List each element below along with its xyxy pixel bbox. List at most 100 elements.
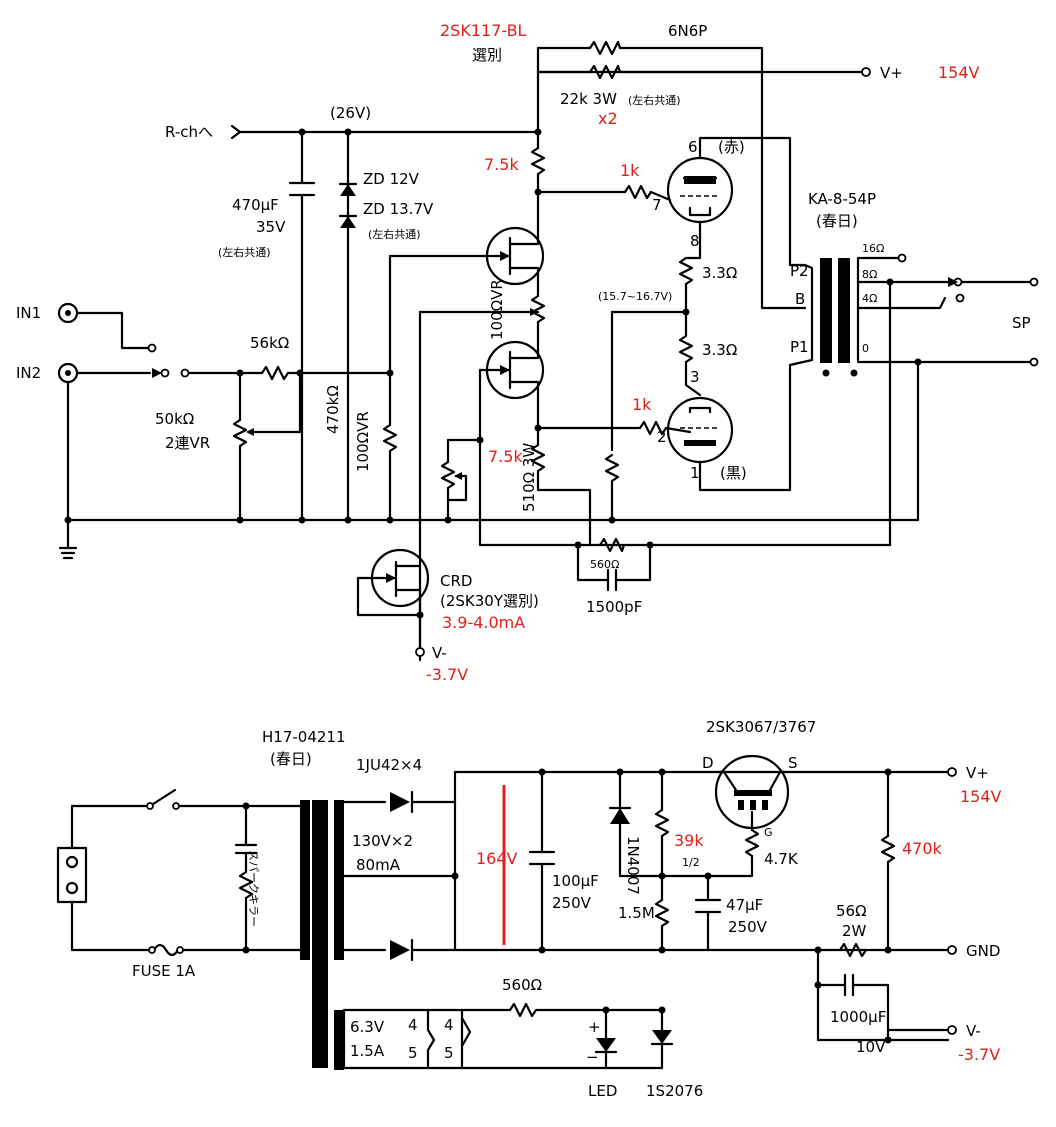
tap-4: 4Ω (862, 292, 877, 305)
pin8: 8 (690, 232, 700, 250)
ptrans-note: (春日) (270, 750, 312, 768)
psu-vplus-label: V+ (966, 764, 989, 782)
drain-resistor-bottom (530, 443, 546, 473)
cap-100-label: 100μF (552, 872, 599, 890)
volume-vr-50k (232, 371, 302, 448)
vr-100-balance (440, 460, 468, 502)
drain-resistor-top (530, 146, 546, 176)
resistor-56-watt: 2W (842, 922, 867, 940)
drain-resistor-top-label: 7.5k (484, 155, 519, 174)
jfet-upper (468, 226, 545, 292)
cathode-voltage: (15.7~16.7V) (598, 290, 672, 303)
crd-current: 3.9-4.0mA (442, 613, 525, 632)
feedback-resistor-560 (598, 537, 626, 553)
vplus-label: V+ (880, 64, 903, 82)
feedback-cap-label: 1500pF (586, 598, 642, 616)
dc-voltage: 164V (476, 849, 518, 868)
vr-100-label: 100ΩVR (488, 279, 506, 340)
vminus-value: -3.7V (426, 665, 468, 684)
resistor-470k (382, 423, 398, 453)
resistor-510-label: 510Ω 3W (520, 443, 538, 512)
cap-1000-voltage: 10V (856, 1038, 886, 1056)
resistor-39k-label: 39k (674, 831, 704, 850)
feedback-resistor-label: 560Ω (590, 558, 619, 571)
output-transformer (788, 256, 860, 377)
pin7: 7 (652, 196, 662, 214)
tap-0: 0 (862, 342, 869, 355)
mosfet-regulator (714, 754, 790, 830)
heater-voltage: 6.3V (350, 1018, 385, 1036)
output-transformer-note: (春日) (816, 212, 858, 230)
heater-pin-4b: 4 (444, 1016, 454, 1034)
vr-50k-label: 50kΩ (155, 410, 194, 428)
heater-pin-5a: 5 (408, 1044, 418, 1062)
rch-label: R-chへ (165, 123, 213, 141)
resistor-1-5m-label: 1.5M (618, 904, 655, 922)
crd-label: CRD (440, 572, 472, 590)
heater-current: 1.5A (350, 1042, 385, 1060)
drain-resistor-bottom-label: 7.5k (488, 447, 523, 466)
cap-470-note: (左右共通) (218, 245, 271, 259)
mosfet-pin-d: D (702, 754, 714, 772)
crd-jfet (356, 548, 430, 617)
zener-diodes (338, 182, 358, 228)
heater-resistor-label: 560Ω (502, 976, 542, 994)
speaker-label: SP (1012, 314, 1031, 332)
resistor-470k-label: 470kΩ (324, 385, 342, 434)
power-supply-circuit (56, 754, 957, 1070)
resistor-56-label: 56Ω (836, 902, 867, 920)
gnd-label: GND (966, 942, 1000, 960)
led-minus: − (586, 1048, 599, 1066)
black-wire-note: (黒) (720, 464, 747, 482)
cap-470-voltage: 35V (256, 218, 286, 236)
load-note: (左右共通) (628, 93, 681, 107)
rail-voltage: (26V) (330, 104, 371, 122)
fet-part-label: 2SK117-BL (440, 21, 527, 40)
output-transformer-label: KA-8-54P (808, 190, 876, 208)
power-supply-labels: H17-04211 (春日) 1JU42×4 130V×2 80mA 164V … (132, 718, 1002, 1100)
cap-470uf (288, 181, 316, 197)
pin2: 2 (657, 428, 667, 446)
amplifier-circuit (57, 40, 1039, 662)
cap-47-label: 47μF (726, 896, 763, 914)
input1-label: IN1 (16, 304, 41, 322)
spark-killer-label: スパークキラー (247, 850, 260, 927)
tube-label: 6N6P (668, 22, 707, 40)
cathode-resistor-1 (678, 256, 694, 286)
zd2-label: ZD 13.7V (363, 200, 434, 218)
zd1-label: ZD 12V (363, 170, 420, 188)
resistor-56k (260, 365, 290, 381)
grid-resistor-bottom (638, 420, 668, 436)
led-plus: + (588, 1018, 601, 1036)
cathode-resistor-2 (678, 334, 694, 364)
cap-470-label: 470μF (232, 196, 279, 214)
pin6: 6 (688, 138, 698, 156)
mosfet-label: 2SK3067/3767 (706, 718, 816, 736)
tap-16: 16Ω (862, 242, 884, 255)
resistor-470k-label: 470k (902, 839, 943, 858)
grid-resistor-top-label: 1k (620, 161, 640, 180)
vr-100b-label: 100ΩVR (354, 411, 372, 472)
cap-1000-label: 1000μF (830, 1008, 886, 1026)
crd-part: (2SK30Y選別) (440, 592, 539, 610)
psu-vplus-value: 154V (960, 787, 1002, 806)
load-count: x2 (598, 109, 618, 128)
heater-pin-4a: 4 (408, 1016, 418, 1034)
pin1: 1 (690, 464, 700, 482)
resistor-56k-label: 56kΩ (250, 334, 289, 352)
load-resistor-22k (588, 40, 622, 80)
vminus-label: V- (432, 644, 447, 662)
vr-50k-note: 2連VR (165, 434, 210, 452)
vplus-value: 154V (938, 63, 980, 82)
vplus-terminal (861, 67, 871, 77)
mosfet-pin-s: S (788, 754, 798, 772)
sec-voltage: 130V×2 (352, 832, 413, 850)
led-label: LED (588, 1082, 617, 1100)
red-wire-note: (赤) (718, 138, 745, 156)
load-resistor-label: 22k 3W (560, 90, 617, 108)
grid-resistor-bottom-label: 1k (632, 395, 652, 414)
grid-resistor-top (623, 184, 653, 200)
mosfet-pin-g: G (764, 826, 773, 839)
vr-100-sources (526, 294, 546, 324)
resistor-4-7k-label: 4.7K (764, 850, 799, 868)
